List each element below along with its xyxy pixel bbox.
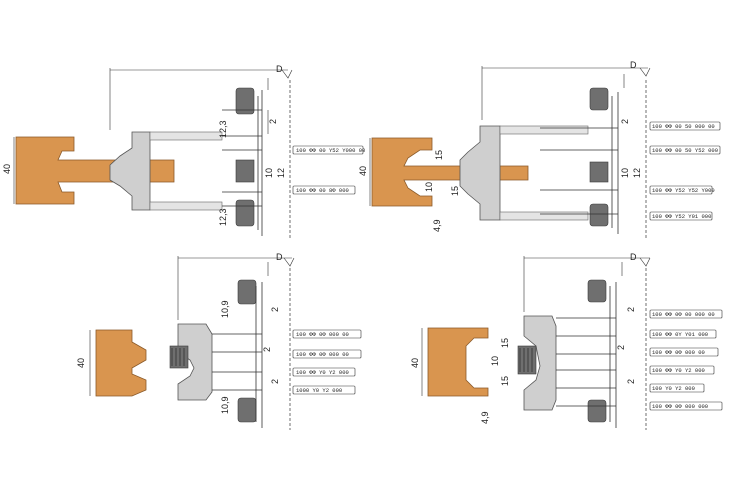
cutter-block-top: [587, 279, 607, 303]
dim-b: 10: [490, 356, 500, 366]
diagram-top-right: 40 D 15 10 15 4,9 10 12 2 100 ФФ 00 50 0…: [358, 60, 721, 238]
wood-profile: [427, 327, 489, 397]
dim-bottom: 10,9: [220, 396, 230, 414]
part-tag-1: 100 ФФ 00 50 000 00: [652, 123, 715, 130]
part-tag-2: 100 ФФ 00 50 Y52 000: [652, 147, 718, 154]
dim-mid-1: 10: [264, 168, 274, 178]
cutter-block-mid: [235, 159, 255, 183]
part-tag-3: 100 ФФ Y0 Y2 000: [296, 369, 349, 376]
part-tag-1: 100 ФФ 0Ф 000 00: [296, 331, 349, 338]
cutter-body: [109, 131, 151, 211]
part-tag-5: 100 Y0 Y2 000: [652, 385, 695, 392]
part-tag-4: 100 ФФ Y52 Y01 000: [652, 213, 711, 220]
diagram-bottom-right: 40 D 15 10 15 4,9 2 2 2: [410, 252, 723, 430]
dim-mid-2: 12: [632, 168, 642, 178]
cutter-body: [523, 315, 557, 411]
dim-c: 15: [450, 186, 460, 196]
part-tag-2: 100 ФФ 0Ф 000 00: [296, 351, 349, 358]
corner-mark: D: [630, 60, 637, 70]
corner-mark: D: [276, 64, 283, 74]
part-tag-1: 100 ФФ 0Ф 00 000 00: [652, 311, 715, 318]
part-tag-2: 100 ФФ 0Y Y01 000: [652, 331, 708, 338]
dim-bottom: 12,3: [218, 208, 228, 226]
dim-mid-1: 10: [620, 168, 630, 178]
dim-b: 10: [424, 182, 434, 192]
dim-top: 10,9: [220, 300, 230, 318]
part-tag-4: 1000 Y0 Y2 000: [296, 387, 342, 394]
wood-profile: [15, 136, 175, 205]
cutter-hub: [517, 345, 537, 375]
cutter-block-bottom: [235, 199, 255, 227]
cutter-body: [459, 125, 501, 221]
cutter-block-top: [237, 279, 257, 305]
part-tag-3: 100 ФФ 0Ф 000 00: [652, 349, 705, 356]
part-tag-2: 100 ФФ 00 8Ф 000: [296, 187, 349, 194]
dim-s1: 2: [626, 307, 636, 312]
cutter-block-bottom: [237, 397, 257, 423]
cutter-block-top: [235, 87, 255, 115]
wood-height-label: 40: [358, 166, 368, 176]
cutter-block-bottom: [589, 203, 609, 227]
cutter-block-bottom: [587, 399, 607, 423]
part-tag-3: 100 ФФ Y52 Y52 Y000: [652, 187, 715, 194]
dim-d: 4,9: [480, 411, 490, 424]
dim-s3: 2: [626, 379, 636, 384]
dim-s2: 2: [262, 347, 272, 352]
part-tag-4: 100 ФФ Y0 Y2 000: [652, 367, 705, 374]
part-tag-1: 100 ФФ 00 Y52 Y000 00: [296, 147, 365, 154]
dim-s1: 2: [270, 307, 280, 312]
dim-top: 12,3: [218, 120, 228, 138]
cutter-block-top: [589, 87, 609, 111]
cutter-block-mid: [589, 161, 609, 183]
cutter-hub: [169, 345, 189, 369]
diagram-top-left: 40 D 12,3 12,3 10 12 2: [2, 64, 365, 240]
dim-side: 2: [620, 119, 630, 124]
dim-a: 15: [434, 150, 444, 160]
corner-mark: D: [630, 252, 637, 262]
wood-profile: [95, 329, 147, 397]
dim-side: 2: [268, 119, 278, 124]
dim-mid-2: 12: [276, 168, 286, 178]
dim-d: 4,9: [432, 219, 442, 232]
wood-profile: [371, 137, 529, 207]
dim-s3: 2: [270, 379, 280, 384]
dim-c: 15: [500, 376, 510, 386]
dim-s2: 2: [616, 345, 626, 350]
wood-height-label: 40: [410, 358, 420, 368]
part-tag-6: 100 ФФ 0Ф 000 000: [652, 403, 708, 410]
wood-height-label: 40: [76, 358, 86, 368]
corner-mark: D: [276, 252, 283, 262]
diagram-bottom-left: 40 D 10,9 10,9 2 2 2 100 ФФ 0Ф 000: [76, 252, 362, 430]
wood-height-label: 40: [2, 164, 12, 174]
dim-a: 15: [500, 338, 510, 348]
